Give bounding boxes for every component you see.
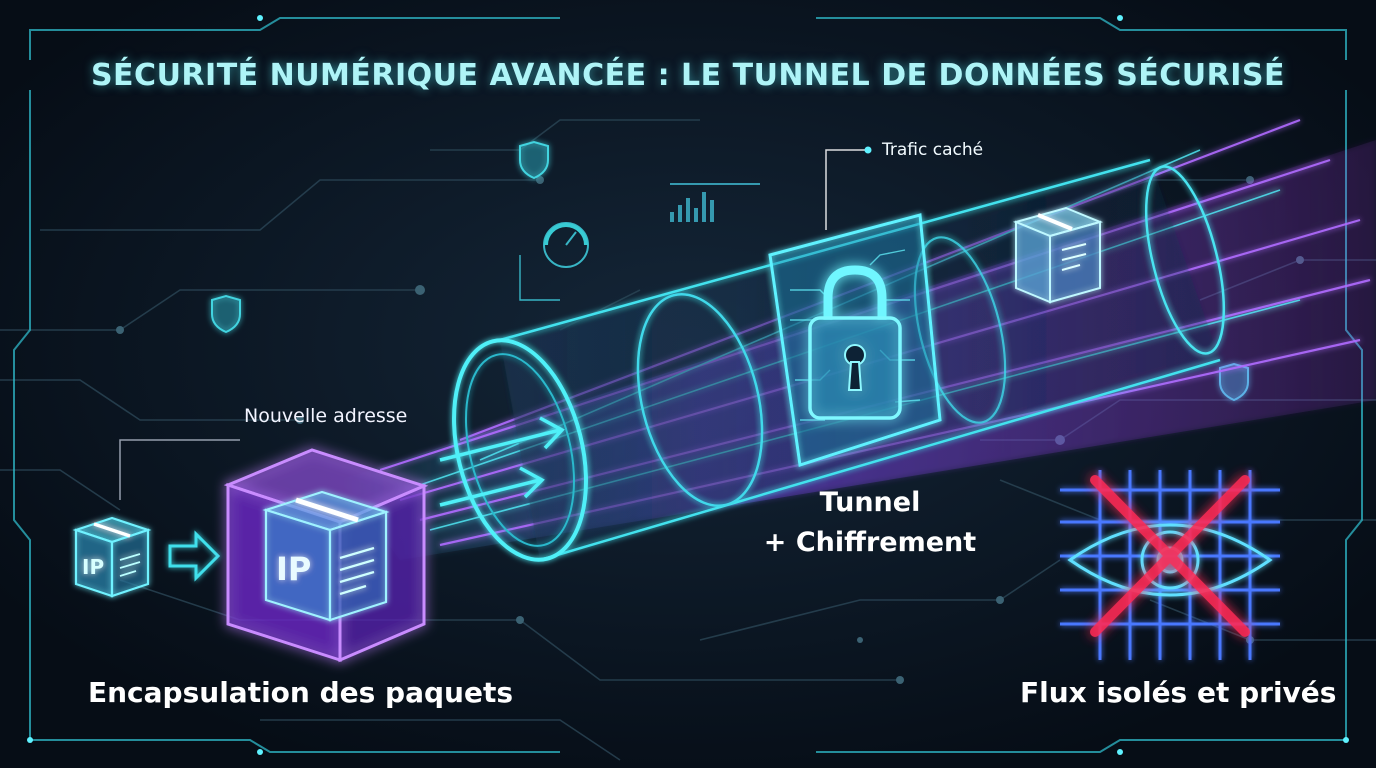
- nouvelle-connector: [119, 439, 240, 500]
- cross-icon: [1090, 475, 1250, 637]
- arrow-right-icon: [168, 530, 221, 582]
- label-tunnel-line2: + Chiffrement: [763, 527, 977, 558]
- label-nouvelle-adresse: Nouvelle adresse: [244, 405, 408, 427]
- label-encapsulation: Encapsulation des paquets: [88, 676, 513, 709]
- trafic-connector: [825, 149, 868, 230]
- shield-icon: [519, 140, 549, 180]
- label-tunnel-line1: Tunnel: [819, 487, 921, 518]
- frame-dots: [27, 15, 1349, 755]
- label-trafic-cache: Trafic caché: [882, 140, 984, 160]
- packet-ip-label-large: IP: [276, 550, 311, 588]
- gauge-widget: [519, 222, 589, 301]
- bar-widget: [670, 183, 760, 222]
- label-flux-isoles: Flux isolés et privés: [1020, 676, 1337, 709]
- shield-icon: [211, 294, 241, 334]
- arrow-right-icon: [439, 416, 565, 507]
- padlock-icon: [808, 265, 902, 420]
- packet-ip-label-small: IP: [82, 555, 104, 579]
- trafic-connector-dot: [864, 146, 872, 154]
- package-icon: IP: [72, 516, 152, 598]
- label-tunnel-chiffrement: Tunnel + Chiffrement: [720, 483, 1020, 563]
- package-icon: IP: [262, 490, 390, 622]
- page-title: SÉCURITÉ NUMÉRIQUE AVANCÉE : LE TUNNEL D…: [90, 58, 1286, 93]
- package-icon: [1012, 206, 1104, 304]
